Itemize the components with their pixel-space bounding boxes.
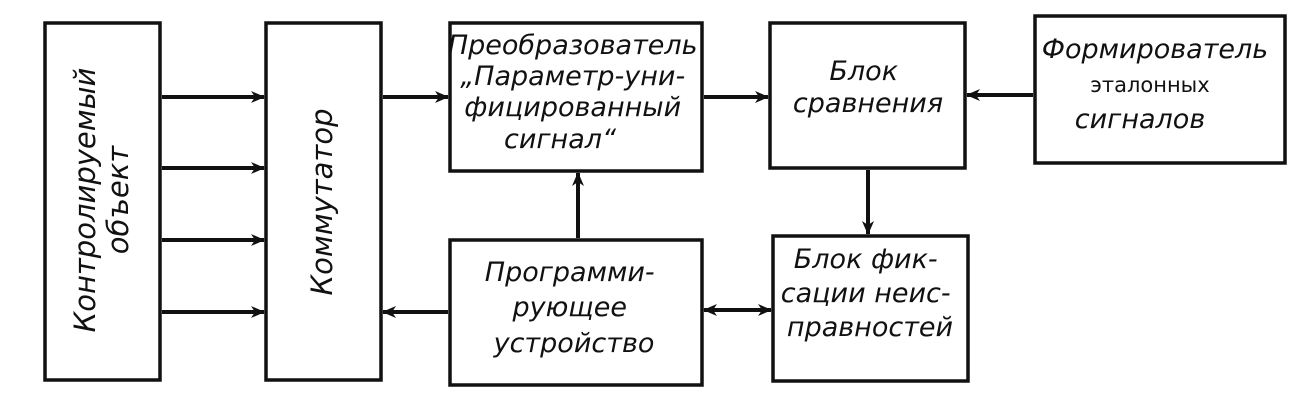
reference-line-1: Формирователь (1042, 34, 1268, 65)
svg-text:Формирователь: Формирователь (1042, 34, 1268, 65)
svg-text:объект: объект (101, 145, 135, 254)
commutator-block: Коммутатор (264, 21, 383, 382)
converter-line-1: Преобразователь (448, 30, 698, 61)
programmer-line-3: устройство (493, 328, 655, 359)
programmer-line-1: Программи- (485, 257, 655, 288)
comparison-line-1: Блок (829, 56, 898, 87)
svg-text:Блок фик- сации неис-: Блок фик- сации неис- правностей (781, 244, 959, 343)
fault-fix-line-2: сации неис- (781, 278, 951, 309)
svg-text:Блок сравнения: Блок сравнения (793, 56, 943, 119)
svg-text:Преобразователь „Парамет: Преобразователь „Параметр-уни- фицирован… (448, 30, 706, 155)
reference-line-2: эталонных (1090, 73, 1209, 97)
svg-text:Коммутатор: Коммутатор (305, 109, 339, 296)
svg-text:Программи- рующее: Программи- рующее устройство (485, 257, 663, 359)
comparison-block: Блок сравнения (768, 21, 967, 170)
programming-device-block: Программи- рующее устройство (448, 238, 704, 387)
fault-fix-line-1: Блок фик- (794, 244, 938, 275)
converter-line-2: „Параметр-уни- (460, 61, 685, 92)
programmer-line-2: рующее (511, 292, 627, 323)
fault-fix-line-3: правностей (787, 312, 953, 343)
controlled-object-line-1: Контролируемый (68, 68, 102, 333)
svg-text:эталонных: эталонных (1090, 73, 1209, 97)
reference-generator-block: Формирователь эталонных сигналов (1033, 14, 1287, 165)
svg-text:сигналов: сигналов (1075, 104, 1205, 135)
svg-text:Контролируемый: Контролируемый (68, 68, 102, 333)
controlled-object-line-2: объект (101, 145, 135, 254)
converter-block: Преобразователь „Параметр-уни- фицирован… (448, 21, 706, 173)
commutator-label: Коммутатор (305, 109, 339, 296)
converter-line-3: фицированный (464, 92, 681, 123)
reference-line-3: сигналов (1075, 104, 1205, 135)
fault-fixation-block: Блок фик- сации неис- правностей (771, 234, 970, 383)
comparison-line-2: сравнения (793, 88, 943, 119)
converter-line-4: сигнал“ (504, 124, 617, 155)
controlled-object-block: Контролируемый объект (43, 21, 162, 382)
